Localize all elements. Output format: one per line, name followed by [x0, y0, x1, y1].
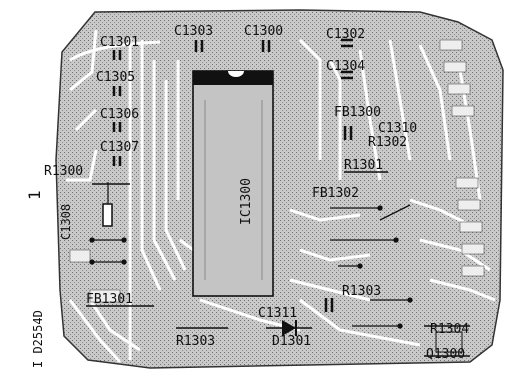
board-outline: [55, 9, 504, 369]
label-q1300: Q1300: [426, 347, 465, 362]
label-c1301: C1301: [100, 35, 139, 50]
label-r1302: R1302: [368, 135, 407, 150]
cap-c1300-symbol: [261, 40, 271, 52]
diode-d1301: [266, 320, 312, 336]
capacitor-symbols: [112, 38, 353, 312]
label-c1311: C1311: [258, 306, 297, 321]
cap-c1302-symbol: [341, 38, 353, 48]
label-fb1300: FB1300: [334, 105, 381, 120]
cap-c1304-symbol: [341, 70, 353, 80]
cap-c1303-symbol: [194, 40, 204, 52]
ic1300: [192, 70, 274, 297]
label-r1303-bottom: R1303: [176, 334, 215, 349]
label-c1307: C1307: [100, 140, 139, 155]
label-c1305: C1305: [96, 70, 135, 85]
side-code: I D2554D: [31, 310, 45, 368]
cap-c1301-symbol: [112, 50, 122, 60]
cap-c1305-symbol: [112, 86, 122, 96]
cap-c1310-symbol: [343, 126, 353, 140]
label-fb1301: FB1301: [86, 292, 133, 307]
label-ic1300: IC1300: [239, 178, 254, 225]
side-number: 1: [25, 190, 44, 200]
label-underlines: [86, 171, 470, 357]
label-c1304: C1304: [326, 59, 365, 74]
label-r1301: R1301: [344, 158, 383, 173]
cap-c1306-symbol: [112, 122, 122, 132]
cap-c1307-symbol: [112, 156, 122, 166]
label-c1303: C1303: [174, 24, 213, 39]
label-c1310: C1310: [378, 121, 417, 136]
resistor-r1300: [102, 203, 113, 227]
label-d1301: D1301: [272, 334, 311, 349]
label-r1303-right: R1303: [342, 284, 381, 299]
label-r1300: R1300: [44, 164, 83, 179]
label-c1306: C1306: [100, 107, 139, 122]
transistor-q1300: [435, 331, 463, 353]
cap-c1311-symbol: [324, 298, 334, 312]
pads: [69, 39, 485, 303]
trace-channels: [66, 29, 496, 364]
jumper-arrows: [89, 204, 413, 329]
label-c1308: C1308: [59, 204, 73, 240]
label-c1300: C1300: [244, 24, 283, 39]
label-fb1302: FB1302: [312, 186, 359, 201]
label-r1304: R1304: [430, 322, 469, 337]
label-c1302: C1302: [326, 27, 365, 42]
